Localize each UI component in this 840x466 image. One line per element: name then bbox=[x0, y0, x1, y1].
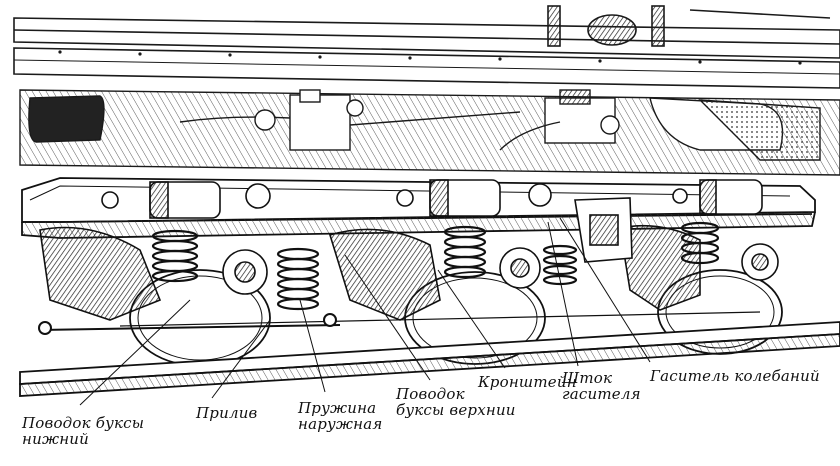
label-line: Гаситель колебаний bbox=[650, 367, 820, 385]
dampers bbox=[101, 179, 763, 219]
label-line: Поводок буксы bbox=[22, 414, 145, 432]
label-line: Шток bbox=[562, 369, 613, 387]
label-line: Пружина bbox=[298, 399, 377, 417]
label-priliv: Прилив bbox=[196, 405, 258, 421]
bogie-frame bbox=[21, 177, 816, 239]
axle-boxes bbox=[39, 224, 779, 321]
links bbox=[38, 311, 761, 335]
label-line: Кронштейн bbox=[478, 373, 577, 391]
label-line: нижний bbox=[22, 430, 89, 448]
coil-springs bbox=[151, 221, 720, 311]
leader-lines bbox=[79, 217, 651, 406]
car-body bbox=[13, 5, 840, 89]
label-kronshteyn: Кронштейн bbox=[478, 374, 577, 390]
underframe bbox=[19, 89, 840, 176]
bracket bbox=[574, 197, 633, 263]
label-povodok-verhniy: Поводок буксы верхнии bbox=[396, 386, 516, 418]
label-line: буксы верхнии bbox=[396, 401, 516, 419]
label-pruzhina: Пружина наружная bbox=[298, 400, 383, 432]
label-povodok-nizhniy: Поводок буксы нижний bbox=[22, 415, 144, 447]
label-line: наружная bbox=[298, 415, 383, 433]
label-gasitel: Гаситель колебаний bbox=[650, 368, 820, 384]
label-shtok: Шток гасителя bbox=[562, 370, 641, 402]
label-line: Прилив bbox=[196, 404, 258, 422]
label-line: Поводок bbox=[396, 385, 465, 403]
label-line: гасителя bbox=[562, 385, 641, 403]
